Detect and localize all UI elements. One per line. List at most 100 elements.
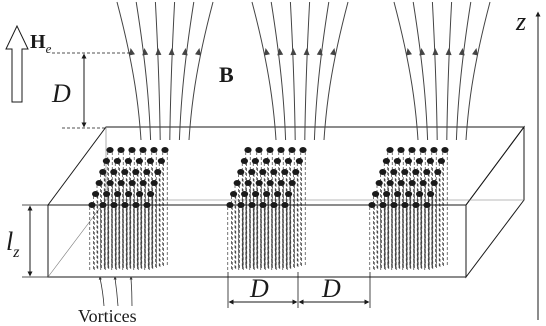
vortex xyxy=(259,202,267,272)
vortex xyxy=(281,169,289,269)
vortex xyxy=(390,169,398,269)
vertical-period-dimension xyxy=(52,52,130,129)
field-line xyxy=(169,1,176,141)
field-line xyxy=(455,1,472,141)
vortex xyxy=(394,191,402,271)
vortex xyxy=(128,180,136,270)
thickness-dimension xyxy=(22,204,48,278)
field-line-arrow-icon xyxy=(290,48,297,56)
vortex xyxy=(427,191,435,271)
vortex xyxy=(401,169,409,269)
field-line-arrow-icon xyxy=(142,48,149,56)
magnetic-field-lines xyxy=(116,1,491,141)
vortex xyxy=(401,202,409,272)
vortex xyxy=(92,191,100,271)
vertical-period-label: D xyxy=(51,79,71,108)
field-line-arrow-icon xyxy=(419,48,426,56)
vortex-lattice-group xyxy=(368,147,449,272)
vortex xyxy=(386,180,394,270)
field-line xyxy=(178,1,195,141)
field-line-arrow-icon xyxy=(195,48,201,56)
field-line-arrow-icon xyxy=(330,48,336,56)
field-line-arrow-icon xyxy=(277,48,284,56)
field-line-arrow-icon xyxy=(458,48,465,56)
field-line xyxy=(304,1,311,141)
field-line xyxy=(154,1,161,141)
superconducting-slab xyxy=(47,125,525,279)
vortex xyxy=(423,202,431,272)
field-line xyxy=(251,1,277,141)
vortex xyxy=(379,202,387,272)
vortex xyxy=(117,180,125,270)
field-line-arrow-icon xyxy=(264,48,270,56)
vortex xyxy=(99,169,107,269)
field-line xyxy=(431,1,438,141)
field-line xyxy=(270,1,287,141)
vortex xyxy=(390,202,398,272)
field-line-arrow-icon xyxy=(316,48,323,56)
vortex xyxy=(106,180,114,270)
vortex xyxy=(277,180,285,270)
field-line-arrow-icon xyxy=(406,48,412,56)
vortex xyxy=(237,202,245,272)
vortex-lattice-group xyxy=(88,147,169,272)
vortex xyxy=(99,202,107,272)
vortex xyxy=(95,180,103,270)
field-line xyxy=(135,1,152,141)
field-line-arrow-icon xyxy=(129,48,135,56)
field-line xyxy=(446,1,453,141)
vortex xyxy=(397,180,405,270)
vortex xyxy=(295,158,303,268)
vortex xyxy=(125,191,133,271)
field-line-arrow-icon xyxy=(432,48,439,56)
vortex xyxy=(88,202,96,272)
vortex xyxy=(375,180,383,270)
vortex xyxy=(270,169,278,269)
horizontal-period-dimensions xyxy=(227,272,371,308)
vortex xyxy=(434,169,442,269)
vortex xyxy=(154,169,162,269)
vortices-pointer-arrows xyxy=(98,276,133,307)
vortex xyxy=(383,191,391,271)
vortex xyxy=(372,191,380,271)
vortex xyxy=(248,169,256,269)
vortex xyxy=(437,158,445,268)
vortex xyxy=(252,191,260,271)
field-line-arrow-icon xyxy=(181,48,188,56)
vortex xyxy=(136,191,144,271)
vortex xyxy=(274,191,282,271)
field-line xyxy=(412,1,429,141)
period-label-right: D xyxy=(321,274,341,303)
field-line xyxy=(323,1,349,141)
vortex xyxy=(416,191,424,271)
vortex xyxy=(285,191,293,271)
field-line-arrow-icon xyxy=(472,48,478,56)
thickness-label: lz xyxy=(6,227,20,261)
vortex xyxy=(299,147,307,267)
vortex xyxy=(273,158,281,268)
field-line-arrow-icon xyxy=(303,48,310,56)
vortex xyxy=(110,202,118,272)
vortex xyxy=(430,180,438,270)
vortex xyxy=(255,180,263,270)
field-line xyxy=(289,1,296,141)
vortex xyxy=(248,202,256,272)
vortex xyxy=(244,180,252,270)
vortex xyxy=(412,202,420,272)
vortex xyxy=(143,202,151,272)
vortex xyxy=(103,191,111,271)
external-field-arrow-icon xyxy=(5,24,29,103)
vortex xyxy=(121,202,129,272)
vortex xyxy=(114,191,122,271)
vortex xyxy=(132,169,140,269)
vortex xyxy=(150,180,158,270)
field-line xyxy=(116,1,142,141)
vortex xyxy=(233,180,241,270)
field-line-arrow-icon xyxy=(168,48,175,56)
period-label-left: D xyxy=(249,274,269,303)
vortex xyxy=(237,169,245,269)
field-line-arrow-icon xyxy=(155,48,162,56)
vortex xyxy=(379,169,387,269)
induction-label: B xyxy=(219,62,234,87)
